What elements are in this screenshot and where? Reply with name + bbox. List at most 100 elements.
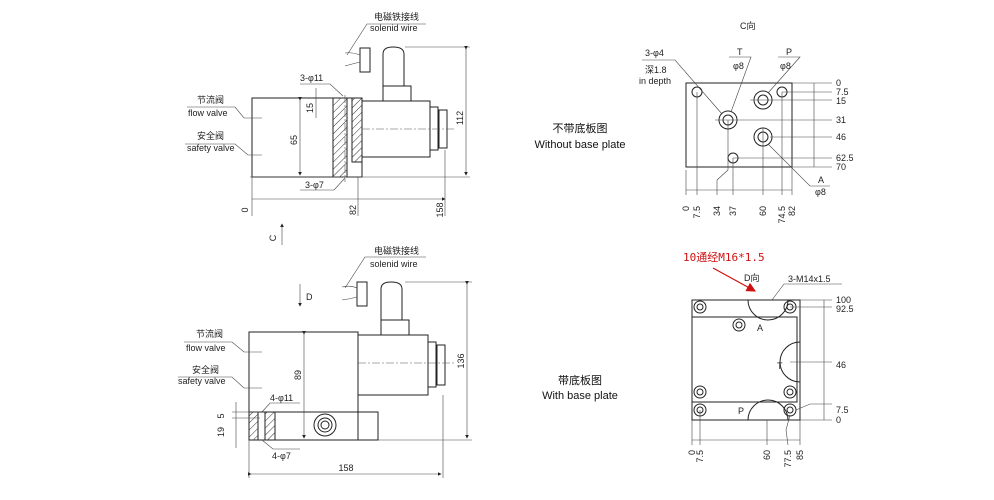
connector-base <box>380 319 410 336</box>
flow-valve-label-cn: 节流阀 <box>196 328 223 339</box>
mounting-hole <box>786 388 794 396</box>
mounting-hole <box>786 406 794 414</box>
knob <box>436 344 446 386</box>
dim-label: 60 <box>758 206 768 216</box>
leader-line <box>344 256 426 289</box>
port-a-label: A <box>757 323 763 333</box>
mounting-hole <box>735 321 743 329</box>
port-t-label: T <box>737 47 743 57</box>
leader-line <box>187 106 262 119</box>
view-arrow-d-label: D <box>306 292 313 302</box>
dim-label: 15 <box>836 96 846 106</box>
mounting-hole <box>696 388 704 396</box>
wire <box>341 285 358 301</box>
wire <box>344 52 361 67</box>
port-p-label: P <box>786 47 792 57</box>
c-view-dimension-lines <box>642 56 832 195</box>
dim-label-15: 15 <box>305 103 315 113</box>
solenoid-label-en: solenid wire <box>370 259 418 269</box>
solenoid-label-cn: 电磁铁接线 <box>374 245 419 256</box>
d-view-dimension-lines <box>691 299 832 446</box>
c-view-bottom-dims: 0 7.5 34 37 60 74.5 82 <box>681 206 797 224</box>
hole-note-large: 3-φ11 <box>300 73 323 83</box>
valve-outline <box>692 316 798 403</box>
port-a-diameter: φ8 <box>815 187 826 197</box>
solenoid-label-en: solenid wire <box>370 23 418 33</box>
port-p-diameter: φ8 <box>780 61 791 71</box>
caption-without-base-cn: 不带底板图 <box>553 121 608 135</box>
c-view-right-dims: 0 7.5 15 31 46 62.5 70 <box>836 78 854 172</box>
dim-label: 7.5 <box>695 450 705 463</box>
cable-gland <box>359 47 371 73</box>
safety-valve-label-cn: 安全阀 <box>192 364 219 375</box>
valve-side-view-without-base: 电磁铁接线 solenid wire 112 65 15 3-φ11 3-φ7 … <box>185 11 470 245</box>
hole-note-small: 3-φ7 <box>305 180 324 190</box>
hole-note: 3-φ4 <box>645 48 664 58</box>
red-annotation-arrow <box>712 267 757 292</box>
leader-line <box>178 376 262 389</box>
dim-label: 7.5 <box>692 206 702 219</box>
safety-valve-label-en: safety valve <box>178 376 226 386</box>
dim-label: 0 <box>836 78 841 88</box>
thread-note: 3-M14x1.5 <box>788 274 831 284</box>
hole-note-large: 4-φ11 <box>270 393 293 403</box>
dim-label-65: 65 <box>289 135 299 145</box>
flow-valve-label-en: flow valve <box>188 108 228 118</box>
safety-valve-label-en: safety valve <box>187 143 235 153</box>
port-a-label: A <box>818 175 824 185</box>
hatched-section <box>351 97 363 163</box>
valve-side-view-with-base: 电磁铁接线 solenid wire D 136 89 5 19 4-φ11 4… <box>178 245 472 478</box>
leader-line <box>261 402 300 413</box>
dim-label: 74.5 <box>777 206 787 224</box>
dim-label: 0 <box>836 415 841 425</box>
cable-gland <box>356 281 368 307</box>
hatched-section <box>264 411 276 441</box>
dim-label: 92.5 <box>836 304 854 314</box>
dim-label: 82 <box>787 206 797 216</box>
d-view-base-plate: 10通经M16*1.5 D向 3-M14x1.5 A T P 100 <box>683 251 854 468</box>
port-face <box>685 82 793 168</box>
dim-label: 46 <box>836 360 846 370</box>
dim-label: 37 <box>728 206 738 216</box>
solenoid-label-cn: 电磁铁接线 <box>374 11 419 22</box>
dim-label: 31 <box>836 115 846 125</box>
dim-label-0: 0 <box>240 207 250 212</box>
dim-label: 100 <box>836 295 851 305</box>
leader-line <box>185 143 262 156</box>
mounting-hole <box>783 385 797 399</box>
caption-with-base-en: With base plate <box>542 390 618 402</box>
port-boss <box>313 413 337 437</box>
port-boss <box>317 417 333 433</box>
leader-line <box>300 83 344 97</box>
mounting-hole <box>696 303 704 311</box>
view-arrow-c-label: C <box>268 234 278 241</box>
d-view-right-dims: 100 92.5 46 7.5 0 <box>836 295 854 425</box>
dim-label: 60 <box>762 450 772 460</box>
leader-line <box>346 23 426 56</box>
connector-stem <box>380 281 403 320</box>
flow-valve-label-en: flow valve <box>186 343 226 353</box>
c-view-port-face: C向 0 7.5 15 31 46 62.5 70 0 7.5 <box>639 20 854 224</box>
leader-line <box>261 439 300 450</box>
port-p-label: P <box>738 406 744 416</box>
mounting-hole <box>732 318 746 332</box>
knob <box>427 341 437 388</box>
dim-label-89: 89 <box>293 370 303 380</box>
solenoid-coil <box>357 334 429 396</box>
mounting-holes <box>693 300 797 417</box>
dim-label-158: 158 <box>338 463 353 473</box>
dim-label-5: 5 <box>216 413 226 418</box>
connector-base <box>382 85 412 102</box>
hatched-section <box>248 411 259 441</box>
mounting-hole <box>693 300 707 314</box>
leader-line <box>184 341 262 353</box>
dim-label: 62.5 <box>836 153 854 163</box>
dim-label-136: 136 <box>456 353 466 368</box>
hole-note-small: 4-φ7 <box>272 451 291 461</box>
red-annotation: 10通经M16*1.5 <box>683 251 765 264</box>
port-t-diameter: φ8 <box>733 61 744 71</box>
dim-label: 70 <box>836 162 846 172</box>
mounting-hole <box>693 385 707 399</box>
dim-label-158: 158 <box>435 202 445 217</box>
